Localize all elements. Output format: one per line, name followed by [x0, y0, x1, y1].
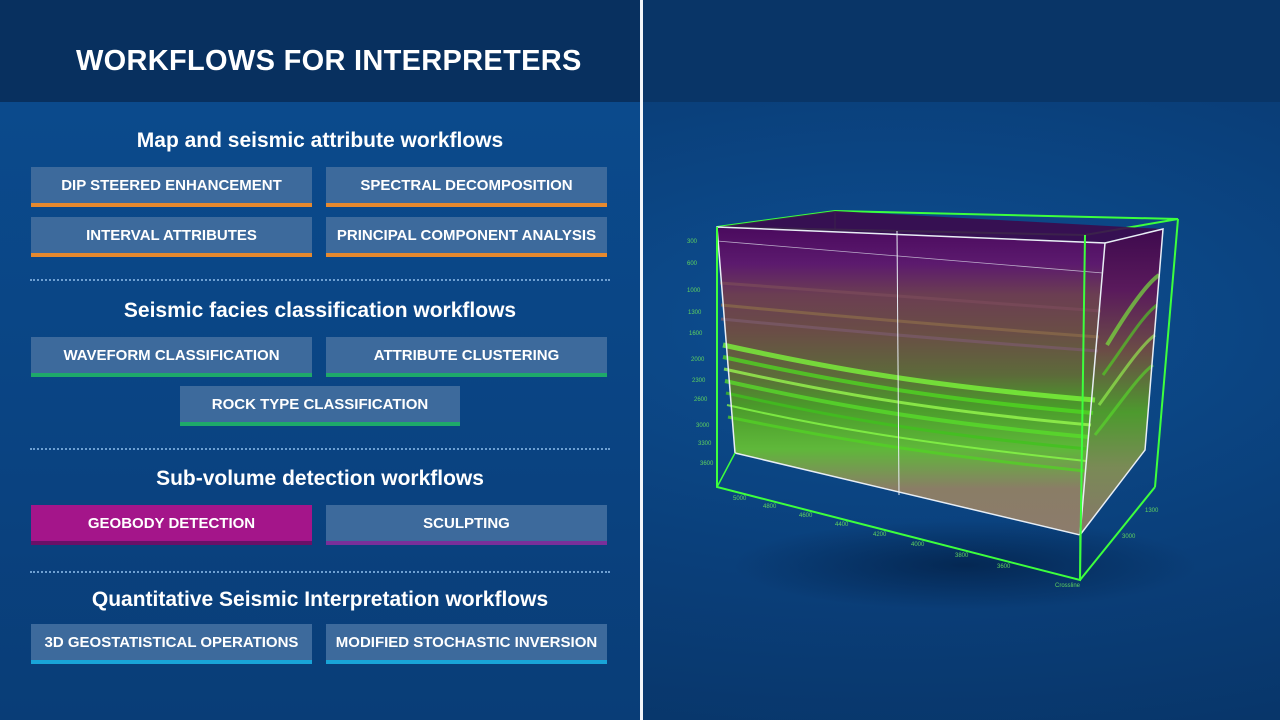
depth-label: 2300 [692, 378, 706, 384]
inline-label: 3800 [955, 553, 969, 559]
inline-label: 4400 [835, 522, 849, 528]
header-band-right [643, 0, 1280, 102]
depth-label: 1600 [689, 331, 703, 337]
depth-label: 3000 [696, 423, 710, 429]
page-title: WORKFLOWS FOR INTERPRETERS [76, 45, 582, 77]
interval-attributes-button[interactable]: INTERVAL ATTRIBUTES [31, 217, 312, 257]
volume-shadow [730, 520, 1200, 610]
modified-stochastic-inversion-button[interactable]: MODIFIED STOCHASTIC INVERSION [326, 624, 607, 664]
depth-label: 600 [687, 261, 698, 267]
depth-label: 3300 [698, 441, 712, 447]
inline-label: 3600 [997, 564, 1011, 570]
crossline-label: 3000 [1122, 534, 1136, 540]
waveform-classification-button[interactable]: WAVEFORM CLASSIFICATION [31, 337, 312, 377]
section-title-map-attribute: Map and seismic attribute workflows [136, 129, 504, 152]
depth-label: 2000 [691, 357, 705, 363]
section-divider [30, 448, 610, 450]
inline-label: 5000 [733, 496, 747, 502]
attribute-clustering-button[interactable]: ATTRIBUTE CLUSTERING [326, 337, 607, 377]
depth-label: 1000 [687, 288, 701, 294]
depth-label: 3600 [700, 461, 714, 467]
dip-steered-enhancement-button[interactable]: DIP STEERED ENHANCEMENT [31, 167, 312, 207]
seismic-volume-visualization: 300 600 1000 1300 1600 2000 2300 2600 30… [687, 209, 1179, 589]
principal-component-analysis-button[interactable]: PRINCIPAL COMPONENT ANALYSIS [326, 217, 607, 257]
panel-divider [640, 0, 643, 720]
rock-type-classification-button[interactable]: ROCK TYPE CLASSIFICATION [180, 386, 460, 426]
section-divider [30, 571, 610, 573]
depth-label: 1300 [688, 310, 702, 316]
inline-label: 4200 [873, 532, 887, 538]
crossline-axis-label: Crossline [1055, 583, 1081, 589]
section-title-sub-volume: Sub-volume detection workflows [156, 467, 484, 490]
crossline-label: 1300 [1145, 508, 1159, 514]
inline-label: 4800 [763, 504, 777, 510]
sculpting-button[interactable]: SCULPTING [326, 505, 607, 545]
inline-label: 4000 [911, 542, 925, 548]
3d-geostatistical-operations-button[interactable]: 3D GEOSTATISTICAL OPERATIONS [31, 624, 312, 664]
section-title-quantitative: Quantitative Seismic Interpretation work… [91, 588, 549, 611]
geobody-detection-button[interactable]: GEOBODY DETECTION [31, 505, 312, 545]
depth-label: 2600 [694, 397, 708, 403]
section-divider [30, 279, 610, 281]
section-title-facies: Seismic facies classification workflows [123, 299, 517, 322]
spectral-decomposition-button[interactable]: SPECTRAL DECOMPOSITION [326, 167, 607, 207]
depth-label: 300 [687, 239, 698, 245]
inline-label: 4600 [799, 513, 813, 519]
